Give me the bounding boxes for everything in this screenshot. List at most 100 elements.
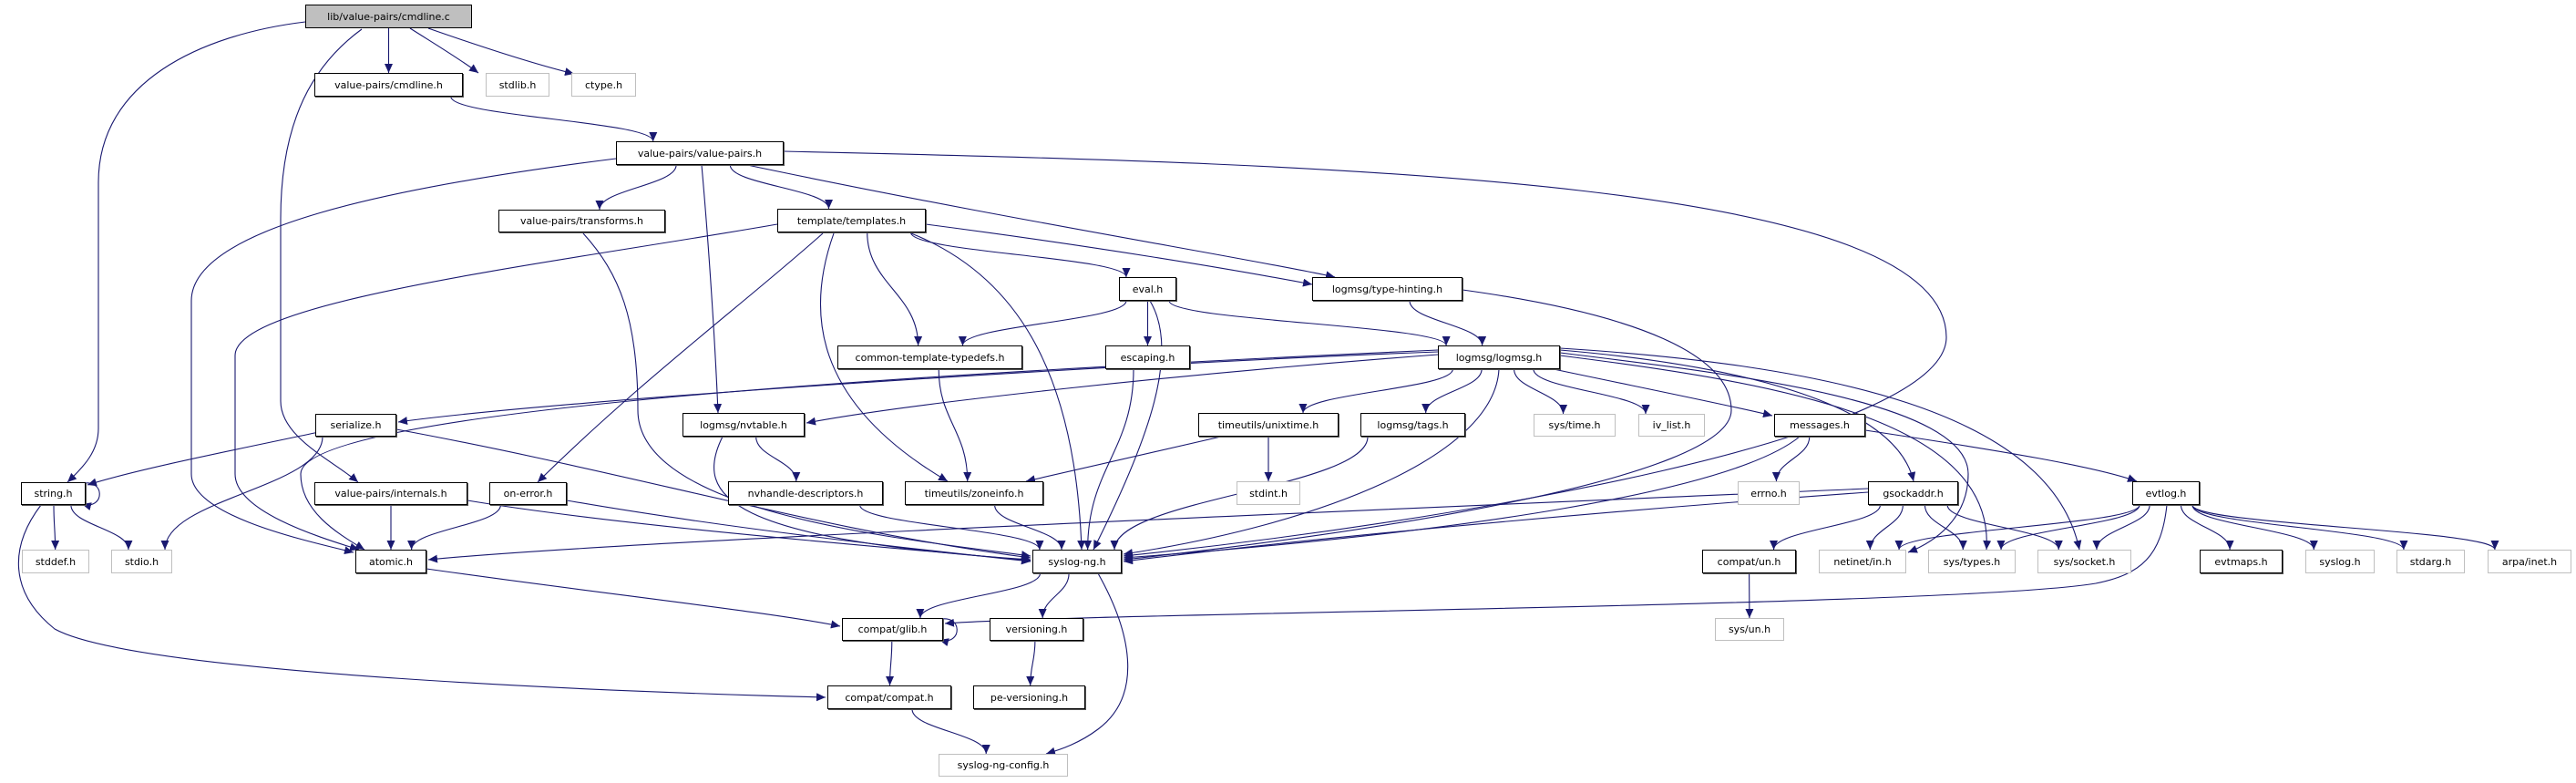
edge-value-pairs-value-pairs-h-to-value-pairs-transforms-h (595, 164, 677, 211)
edge-template-templates-h-to-atomic-h (234, 223, 778, 551)
edge-template-templates-h-to-syslog-ng-h (910, 232, 1086, 551)
node-timeutils-zoneinfo-h[interactable]: timeutils/zoneinfo.h (905, 481, 1043, 505)
node-label: value-pairs/value-pairs.h (637, 147, 763, 160)
edge-logmsg-logmsg-h-to-timeutils-unixtime-h (1298, 368, 1453, 414)
edge-atomic-h-to-compat-glib-h (426, 568, 841, 629)
node-compat-glib-h[interactable]: compat/glib.h (842, 618, 943, 641)
node-sys-un-h: sys/un.h (1715, 618, 1784, 641)
node-timeutils-unixtime-h[interactable]: timeutils/unixtime.h (1198, 413, 1339, 437)
node-label: template/templates.h (796, 214, 907, 227)
edge-template-templates-h-to-on-error-h (537, 232, 824, 483)
node-template-templates-h[interactable]: template/templates.h (777, 209, 926, 232)
node-label: iv_list.h (1652, 419, 1691, 431)
node-versioning-h[interactable]: versioning.h (990, 618, 1083, 641)
node-label: value-pairs/cmdline.h (334, 78, 443, 91)
node-on-error-h[interactable]: on-error.h (489, 482, 567, 505)
node-label: messages.h (1790, 419, 1850, 431)
node-label: sys/socket.h (2053, 555, 2116, 568)
node-nvhandle-descriptors-h[interactable]: nvhandle-descriptors.h (728, 481, 883, 505)
edge-gsockaddr-h-to-atomic-h (427, 488, 1869, 563)
node-evtmaps-h[interactable]: evtmaps.h (2200, 550, 2283, 573)
edge-lib-value-pairs-cmdline-c-to-stdlib-h (409, 27, 479, 74)
edge-logmsg-logmsg-h-to-logmsg-nvtable-h (806, 354, 1439, 426)
node-serialize-h[interactable]: serialize.h (315, 414, 396, 437)
node-sys-time-h: sys/time.h (1534, 414, 1616, 437)
edge-evtlog-h-to-stdarg-h (2191, 504, 2408, 551)
node-syslog-ng-h[interactable]: syslog-ng.h (1032, 550, 1122, 573)
edge-value-pairs-internals-h-to-syslog-ng-h (467, 500, 1031, 564)
node-syslog-h: syslog.h (2305, 550, 2375, 573)
edge-logmsg-logmsg-h-to-messages-h (1553, 368, 1773, 417)
edge-common-template-typedefs-h-to-timeutils-zoneinfo-h (938, 368, 972, 482)
edge-value-pairs-cmdline-h-to-value-pairs-value-pairs-h (450, 96, 658, 142)
node-label: stddef.h (35, 555, 77, 568)
node-label: stdint.h (1249, 487, 1288, 500)
node-value-pairs-transforms-h[interactable]: value-pairs/transforms.h (498, 210, 665, 232)
edge-eval-h-to-common-template-typedefs-h (958, 300, 1127, 346)
edge-timeutils-zoneinfo-h-to-syslog-ng-h (994, 504, 1066, 551)
node-escaping-h[interactable]: escaping.h (1105, 345, 1190, 369)
edge-evtlog-h-to-arpa-inet-h (2191, 504, 2499, 551)
edge-logmsg-logmsg-h-to-sys-time-h (1514, 368, 1568, 415)
edge-template-templates-h-to-logmsg-type-hinting-h (925, 223, 1313, 287)
node-compat-compat-h[interactable]: compat/compat.h (827, 685, 951, 709)
node-lib-value-pairs-cmdline-c: lib/value-pairs/cmdline.c (305, 5, 472, 28)
edge-serialize-h-to-string-h (87, 431, 320, 487)
node-label: netinet/in.h (1833, 555, 1892, 568)
edge-lib-value-pairs-cmdline-c-to-string-h (67, 21, 306, 483)
node-label: gsockaddr.h (1883, 487, 1944, 500)
node-label: on-error.h (503, 488, 553, 500)
node-syslog-ng-config-h: syslog-ng-config.h (939, 754, 1068, 777)
node-errno-h: errno.h (1738, 481, 1800, 505)
node-value-pairs-value-pairs-h[interactable]: value-pairs/value-pairs.h (616, 141, 784, 165)
edge-syslog-ng-h-to-syslog-ng-config-h (1045, 572, 1129, 756)
node-logmsg-nvtable-h[interactable]: logmsg/nvtable.h (682, 413, 805, 437)
edge-logmsg-logmsg-h-to-sys-socket-h (1559, 347, 2082, 551)
edge-gsockaddr-h-to-sys-socket-h (1946, 504, 2063, 551)
edge-syslog-ng-h-to-versioning-h (1038, 572, 1070, 619)
edge-lib-value-pairs-cmdline-c-to-value-pairs-internals-h (280, 28, 363, 483)
edge-evtlog-h-to-sys-socket-h (2092, 504, 2150, 551)
node-label: stdio.h (124, 555, 159, 568)
node-ctype-h: ctype.h (571, 73, 636, 97)
node-logmsg-type-hinting-h[interactable]: logmsg/type-hinting.h (1312, 277, 1462, 301)
edge-eval-h-to-syslog-ng-h (1093, 300, 1163, 551)
node-pe-versioning-h[interactable]: pe-versioning.h (973, 685, 1085, 709)
node-common-template-typedefs-h[interactable]: common-template-typedefs.h (837, 345, 1022, 369)
node-value-pairs-cmdline-h[interactable]: value-pairs/cmdline.h (314, 73, 463, 97)
edge-value-pairs-transforms-h-to-syslog-ng-h (582, 232, 1031, 560)
node-logmsg-logmsg-h[interactable]: logmsg/logmsg.h (1438, 345, 1560, 369)
node-label: string.h (34, 488, 73, 500)
node-string-h[interactable]: string.h (21, 482, 86, 505)
node-value-pairs-internals-h[interactable]: value-pairs/internals.h (314, 482, 467, 505)
node-iv-list-h: iv_list.h (1638, 414, 1705, 437)
node-atomic-h[interactable]: atomic.h (355, 550, 426, 573)
edge-on-error-h-to-atomic-h (407, 504, 501, 551)
edge-string-h-to-stddef-h (51, 504, 60, 551)
edge-logmsg-logmsg-h-to-iv-list-h (1533, 368, 1650, 415)
node-label: serialize.h (330, 419, 382, 431)
edge-compat-glib-h-to-compat-compat-h (886, 640, 895, 686)
node-label: arpa/inet.h (2501, 555, 2558, 568)
node-messages-h[interactable]: messages.h (1774, 414, 1865, 437)
node-label: value-pairs/transforms.h (520, 215, 643, 227)
node-label: ctype.h (584, 78, 623, 91)
node-label: logmsg/tags.h (1377, 418, 1449, 431)
node-evtlog-h[interactable]: evtlog.h (2132, 481, 2200, 505)
node-label: stdlib.h (498, 78, 537, 91)
node-label: sys/types.h (1943, 555, 2001, 568)
node-gsockaddr-h[interactable]: gsockaddr.h (1868, 481, 1958, 505)
edge-evtlog-h-to-sys-types-h (1996, 504, 2140, 551)
node-compat-un-h[interactable]: compat/un.h (1702, 550, 1796, 573)
node-logmsg-tags-h[interactable]: logmsg/tags.h (1360, 413, 1465, 437)
node-stdint-h: stdint.h (1237, 481, 1300, 505)
node-sys-socket-h: sys/socket.h (2037, 550, 2131, 573)
edge-compat-glib-h-to-compat-glib-h (937, 618, 958, 646)
edge-gsockaddr-h-to-compat-un-h (1770, 504, 1882, 551)
node-eval-h[interactable]: eval.h (1119, 277, 1176, 301)
edge-evtlog-h-to-syslog-h (2191, 504, 2318, 551)
node-label: nvhandle-descriptors.h (747, 487, 864, 500)
node-label: eval.h (1132, 283, 1164, 295)
edge-nvhandle-descriptors-h-to-syslog-ng-h (859, 504, 1044, 551)
